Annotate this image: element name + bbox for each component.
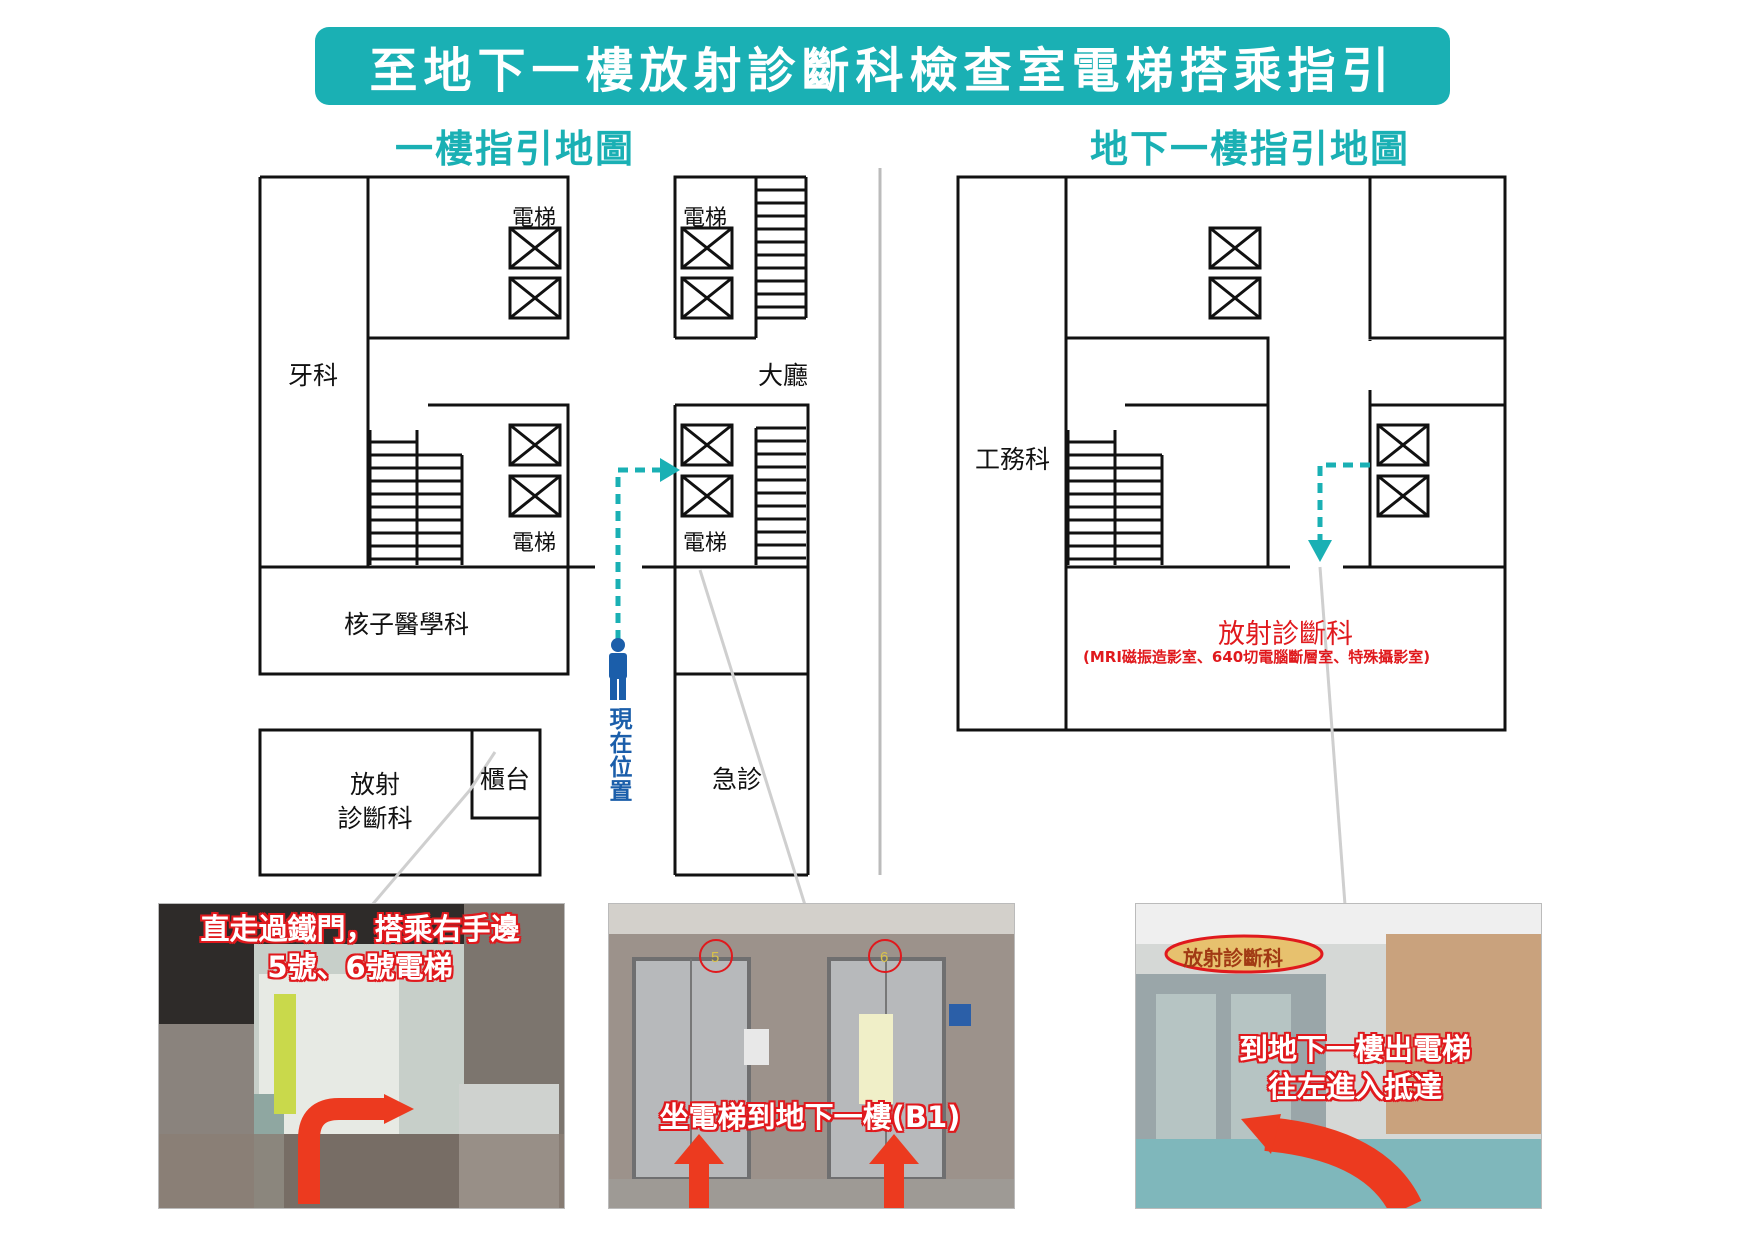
elevator-number-5: 5 [711,949,719,966]
radiology-1f-label: 放射 診斷科 [337,770,413,833]
photo-elevators-caption: 坐電梯到地下一樓(B1) [659,1100,961,1134]
first-floor-map [258,175,810,877]
radiology-sign: 放射診斷科 [1183,946,1283,970]
dental-label: 牙科 [288,361,339,390]
route-arrow-1f [660,458,680,482]
photo-entrance [158,903,565,1209]
stairs-1f-mid-right [754,426,806,565]
radiology-b1-label: 放射診斷科 [1218,619,1353,650]
person-icon [609,638,627,700]
title-banner: 至地下一樓放射診斷科檢查室電梯搭乘指引 [315,27,1450,105]
emergency-label: 急診 [712,765,763,794]
leader-line [698,569,807,906]
photo-elevators: 5 6 [608,903,1015,1209]
engineering-label: 工務科 [975,445,1051,474]
elevator-box [508,226,562,270]
elevator-box [680,423,734,467]
elevator-number-6: 6 [880,949,888,966]
photo-entrance-caption: 直走過鐵門，搭乘右手邊 5號、6號電梯 [200,912,520,984]
radiology-b1-detail: (MRI磁振造影室、640切電腦斷層室、特殊攝影室) [1083,648,1431,666]
photo-radiology-caption: 到地下一樓出電梯 往左進入抵達 [1238,1032,1471,1104]
entrance-scene [159,904,564,1208]
route-arrow-b1 [1308,540,1332,562]
elevator-label: 電梯 [512,531,557,556]
radiology-scene [1136,904,1541,1208]
elevator-box [1376,423,1430,467]
photo-radiology [1135,903,1542,1209]
elevator-label: 電梯 [512,206,557,231]
elevator-box [680,226,734,270]
elevator-box [508,423,562,467]
right-map-heading: 地下一樓指引地圖 [1090,127,1411,171]
lobby-label: 大廳 [758,361,809,390]
elevator-box [680,474,734,518]
page-title: 至地下一樓放射診斷科檢查室電梯搭乘指引 [369,43,1396,99]
elevator-scene: 5 6 [609,904,1014,1208]
elevator-box [508,276,562,320]
nuclear-medicine-label: 核子醫學科 [344,610,470,639]
route-path-1f [615,467,665,640]
left-map-heading: 一樓指引地圖 [395,127,636,171]
stairs-1f-left [368,430,464,565]
current-position-label: 現在位置 [605,707,631,803]
elevator-box [508,474,562,518]
elevator-box [1208,226,1262,270]
stairs-1f-top-right [756,175,808,320]
stairs-b1 [1066,430,1164,565]
elevator-box [1208,276,1262,320]
elevator-label: 電梯 [683,531,728,556]
elevator-box [680,276,734,320]
leader-line [370,789,472,906]
elevator-label: 電梯 [683,206,728,231]
leader-line [1318,566,1347,906]
elevator-box [1376,474,1430,518]
route-path-b1 [1317,462,1370,540]
basement-map [956,175,1507,732]
counter-label: 櫃台 [480,765,531,794]
